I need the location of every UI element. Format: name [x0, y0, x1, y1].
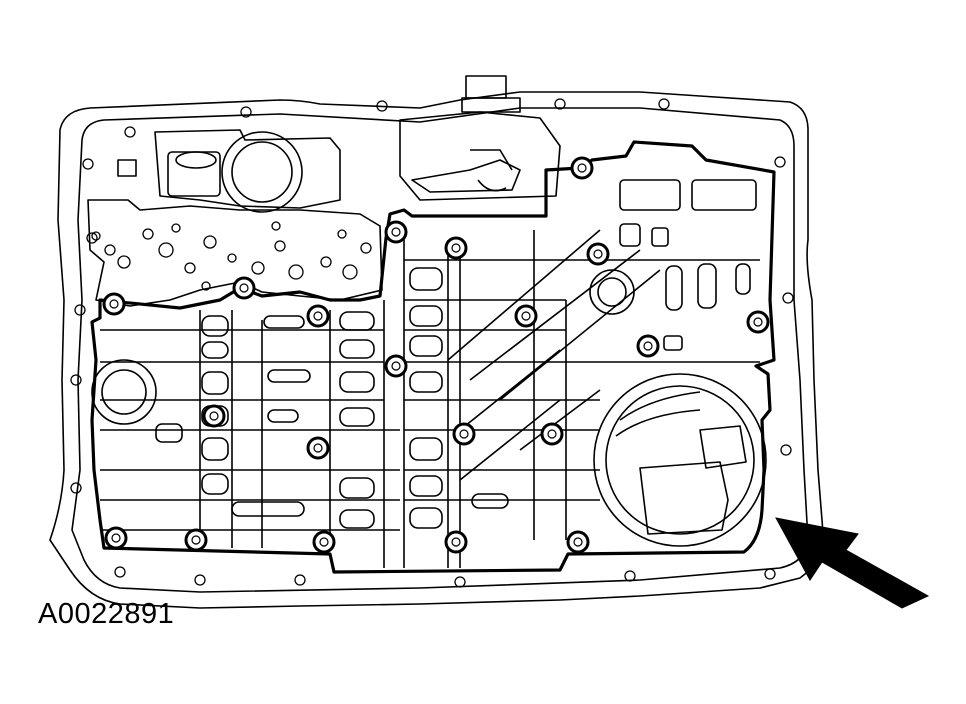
plate-holes — [91, 221, 372, 291]
channel-walls — [100, 230, 760, 568]
case-outline — [49, 91, 824, 609]
left-bore-inner — [101, 369, 147, 415]
accumulator-bore-inner — [231, 141, 293, 203]
center-bore-outer — [589, 269, 635, 315]
solenoid-connector — [699, 425, 747, 469]
manual-valve-detent — [399, 111, 561, 201]
top-bracket — [461, 97, 521, 113]
solenoid-body — [639, 461, 729, 535]
bolt-centers — [109, 163, 763, 547]
pump-bore-inner — [605, 385, 755, 535]
spool-valves — [155, 179, 757, 529]
bore-pocket — [175, 151, 217, 169]
solenoid-wires — [615, 391, 701, 437]
small-square-port — [117, 159, 137, 177]
detent-spring — [470, 149, 513, 192]
figure-reference-code: A0022891 — [38, 598, 175, 630]
separator-plate — [87, 199, 383, 307]
detent-lever — [411, 159, 521, 193]
left-bore-outer — [91, 359, 157, 425]
bolts — [102, 156, 770, 554]
accumulator-bore-outer — [221, 131, 303, 213]
pump-bore-outer — [593, 373, 767, 547]
arrow-icon — [775, 517, 930, 609]
diagonal-ribs — [447, 229, 661, 481]
valve-body-plate — [90, 140, 776, 574]
center-bore-inner — [597, 277, 627, 307]
case-holes — [70, 98, 794, 588]
